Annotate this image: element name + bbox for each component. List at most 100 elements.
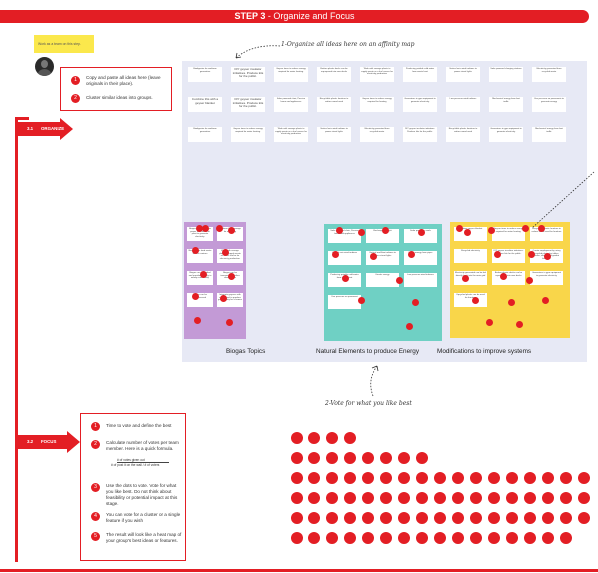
voting-dot[interactable]: [308, 452, 320, 464]
sticky-note[interactable]: Generators in gym equipment to generate …: [403, 97, 437, 112]
team-note[interactable]: Work as a team on this step.: [34, 35, 94, 53]
voting-dot[interactable]: [308, 532, 320, 544]
vote-dot[interactable]: [222, 249, 229, 256]
voting-dot[interactable]: [578, 472, 590, 484]
sticky-note[interactable]: Producing potable cold water from waste …: [403, 67, 437, 82]
voting-dot[interactable]: [308, 432, 320, 444]
voting-dot[interactable]: [542, 532, 554, 544]
sticky-note[interactable]: Combine this with a geyser blanket: [188, 97, 222, 112]
sticky-note[interactable]: Work with sewage plants to supply waste …: [360, 67, 394, 82]
voting-dot[interactable]: [578, 492, 590, 504]
vote-dot[interactable]: [462, 275, 469, 282]
voting-dot[interactable]: [344, 432, 356, 444]
vote-dot[interactable]: [406, 323, 413, 330]
vote-dot[interactable]: [508, 299, 515, 306]
voting-dot[interactable]: [524, 492, 536, 504]
vote-dot[interactable]: [418, 229, 425, 236]
vote-dot[interactable]: [472, 297, 479, 304]
vote-dot[interactable]: [194, 317, 201, 324]
vote-dot[interactable]: [220, 295, 227, 302]
voting-dot[interactable]: [416, 492, 428, 504]
voting-dot[interactable]: [344, 472, 356, 484]
voting-dot[interactable]: [326, 532, 338, 544]
sticky-note[interactable]: Mechanical energy from foot traffic: [489, 97, 523, 112]
voting-dot[interactable]: [380, 492, 392, 504]
vote-dot[interactable]: [396, 277, 403, 284]
voting-dot[interactable]: [560, 512, 572, 524]
voting-dot[interactable]: [560, 532, 572, 544]
sticky-note[interactable]: Vertical axis wind turbines to power str…: [317, 127, 351, 142]
voting-dot[interactable]: [470, 512, 482, 524]
voting-dot[interactable]: [308, 512, 320, 524]
voting-dot[interactable]: [362, 492, 374, 504]
voting-dot[interactable]: [524, 512, 536, 524]
voting-dot[interactable]: [291, 532, 303, 544]
voting-dot[interactable]: [344, 452, 356, 464]
voting-dot[interactable]: [362, 532, 374, 544]
vote-dot[interactable]: [216, 225, 223, 232]
voting-dot[interactable]: [434, 492, 446, 504]
vote-dot[interactable]: [464, 229, 471, 236]
voting-dot[interactable]: [416, 532, 428, 544]
voting-dot[interactable]: [416, 472, 428, 484]
vote-dot[interactable]: [494, 251, 501, 258]
cluster-note[interactable]: Solar powered chair, Passive home and ap…: [328, 229, 361, 243]
voting-dot[interactable]: [308, 472, 320, 484]
vote-dot[interactable]: [226, 319, 233, 326]
voting-dot[interactable]: [291, 472, 303, 484]
vote-dot[interactable]: [408, 251, 415, 258]
voting-dot[interactable]: [326, 432, 338, 444]
cluster-note[interactable]: Low pressure wind turbines: [404, 273, 437, 287]
cluster-note[interactable]: Recycled electricity: [454, 249, 487, 263]
sticky-note[interactable]: Electricity generated from recycled wast…: [532, 67, 566, 82]
vote-dot[interactable]: [228, 227, 235, 234]
cluster-note[interactable]: Electricity generated can be fed directl…: [454, 271, 487, 285]
voting-dot[interactable]: [416, 452, 428, 464]
voting-dot[interactable]: [488, 532, 500, 544]
vote-dot[interactable]: [528, 251, 535, 258]
vote-dot[interactable]: [516, 321, 523, 328]
voting-dot[interactable]: [506, 472, 518, 484]
voting-dot[interactable]: [452, 532, 464, 544]
vote-dot[interactable]: [526, 277, 533, 284]
voting-dot[interactable]: [506, 492, 518, 504]
voting-dot[interactable]: [470, 492, 482, 504]
voting-dot[interactable]: [452, 472, 464, 484]
sticky-note[interactable]: Vertical axis wind turbines to power str…: [446, 67, 480, 82]
vote-dot[interactable]: [486, 319, 493, 326]
vote-dot[interactable]: [200, 271, 207, 278]
voting-dot[interactable]: [470, 532, 482, 544]
voting-dot[interactable]: [308, 492, 320, 504]
voting-dot[interactable]: [434, 472, 446, 484]
voting-dot[interactable]: [452, 512, 464, 524]
vote-dot[interactable]: [370, 253, 377, 260]
cluster-note[interactable]: Work with sewage plants to supply waste …: [217, 249, 243, 263]
vote-dot[interactable]: [336, 227, 343, 234]
sticky-note[interactable]: Biodigester for methane generation: [188, 67, 222, 82]
cluster-note[interactable]: Use pressure on pavement: [328, 295, 361, 309]
voting-dot[interactable]: [506, 532, 518, 544]
voting-dot[interactable]: [380, 532, 392, 544]
voting-dot[interactable]: [344, 512, 356, 524]
voting-dot[interactable]: [470, 472, 482, 484]
sticky-note[interactable]: Use pressure on pavements to generate en…: [532, 97, 566, 112]
sticky-note[interactable]: Low pressure wind turbines: [446, 97, 480, 112]
voting-dot[interactable]: [291, 492, 303, 504]
sticky-note[interactable]: Solar powered chair, Passive home and ap…: [274, 97, 308, 112]
voting-dot[interactable]: [434, 512, 446, 524]
cluster-note[interactable]: Upcycled plastic can be used for furnitu…: [454, 293, 487, 307]
sticky-note[interactable]: Recyclable plastic furniture to reduce w…: [317, 97, 351, 112]
sticky-note[interactable]: Generators in gym equipment to generate …: [489, 127, 523, 142]
voting-dot[interactable]: [416, 512, 428, 524]
sticky-note[interactable]: Geyser timer to reduce energy required f…: [360, 97, 394, 112]
vote-dot[interactable]: [542, 297, 549, 304]
cluster-note[interactable]: Biogas can be compressed: [187, 293, 213, 307]
vote-dot[interactable]: [228, 273, 235, 280]
voting-dot[interactable]: [380, 512, 392, 524]
voting-dot[interactable]: [291, 432, 303, 444]
sticky-note[interactable]: Mechanical energy from foot traffic: [532, 127, 566, 142]
voting-dot[interactable]: [542, 492, 554, 504]
cluster-note[interactable]: Kinetic energy: [366, 273, 399, 287]
vote-dot[interactable]: [522, 225, 529, 232]
